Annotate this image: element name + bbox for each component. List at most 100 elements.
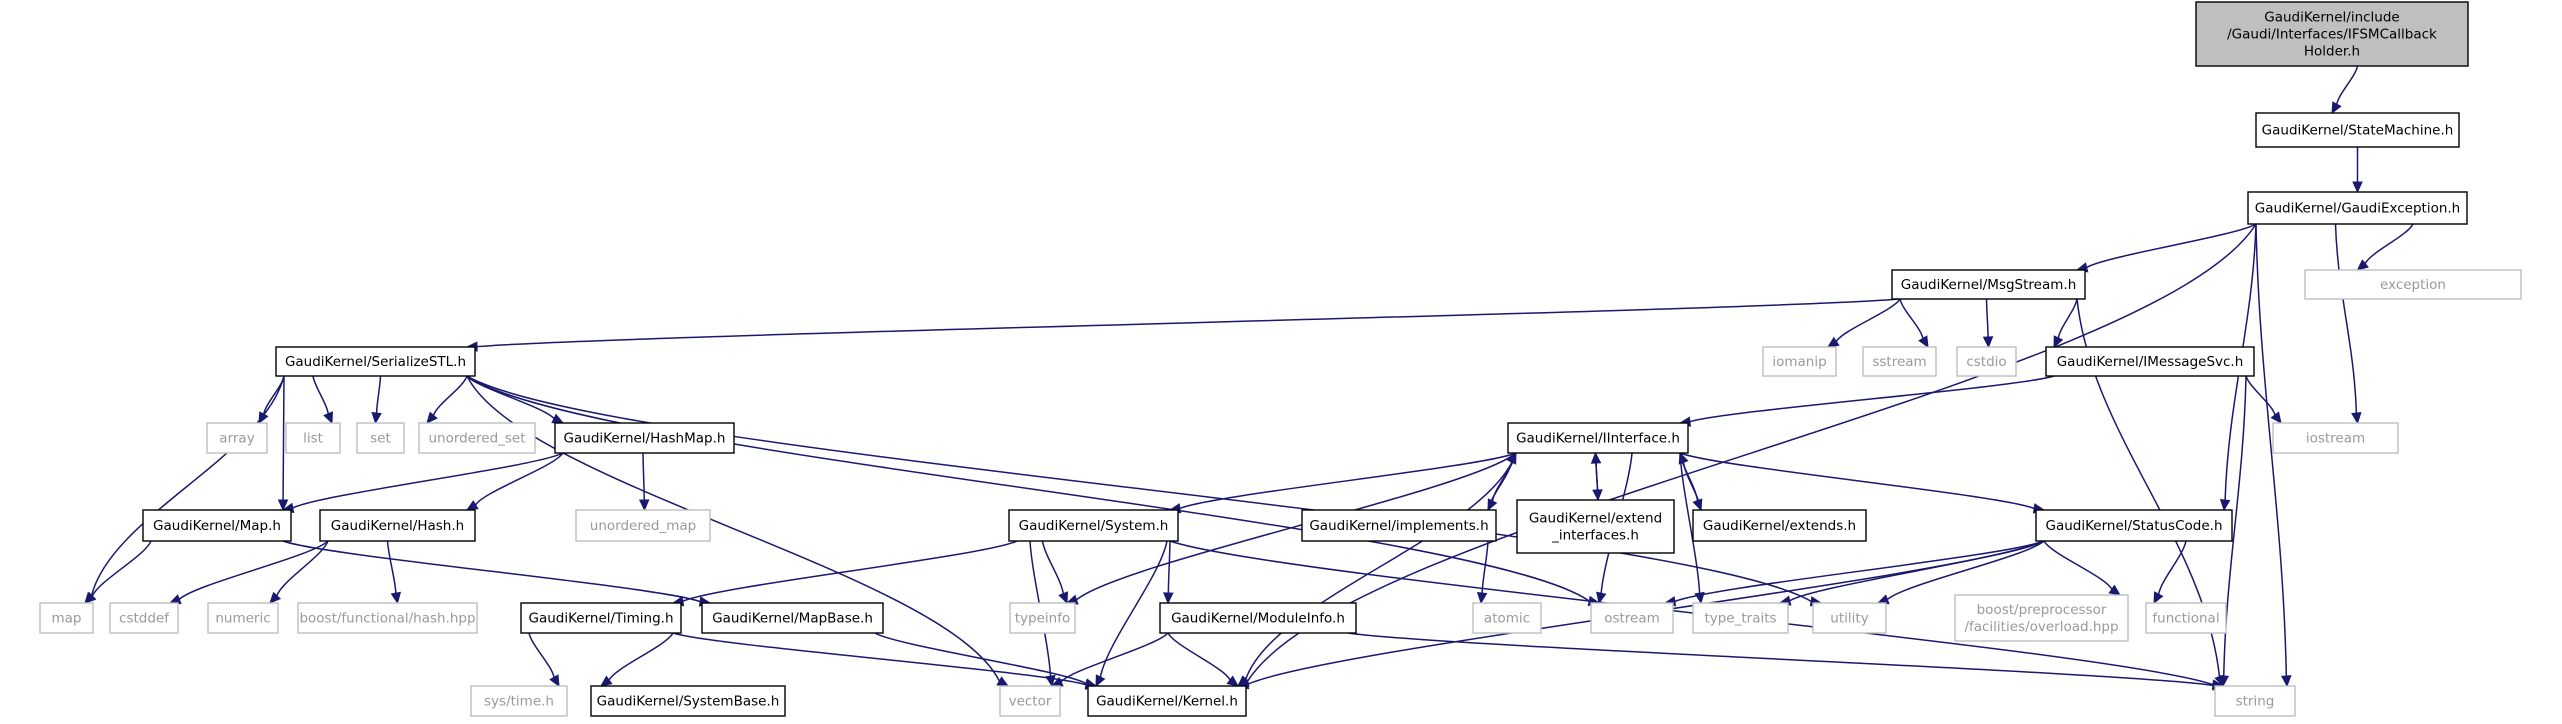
node-label: GaudiKernel/System.h: [1019, 518, 1169, 534]
edge-arrowhead: [2219, 498, 2231, 512]
node-atomic: atomic: [1472, 602, 1542, 634]
node-box: [1590, 602, 1674, 634]
node-unordered-set: unordered_set: [418, 422, 536, 454]
edge-moduleinfo-to-kernel: [1167, 632, 1239, 687]
node-functional: functional: [2145, 602, 2227, 634]
edge-line: [90, 375, 285, 596]
edge-line: [1041, 540, 1065, 594]
edge-msgstream-to-sstream: [1899, 298, 1929, 349]
node-msgstream[interactable]: GaudiKernel/MsgStream.h: [1891, 269, 2086, 300]
edge-line: [1679, 452, 1701, 594]
node-imessagesvc[interactable]: GaudiKernel/IMessageSvc.h: [2045, 346, 2255, 377]
edge-line: [1167, 540, 1171, 594]
edge-line: [1835, 298, 1901, 342]
node-label: boost/functional/hash.hpp: [299, 611, 475, 627]
node-moduleinfo[interactable]: GaudiKernel/ModuleInfo.h: [1159, 602, 1357, 634]
node-box: [207, 602, 279, 634]
edge-arrowhead: [426, 411, 438, 424]
node-cstdio: cstdio: [1956, 346, 2017, 377]
node-box: [2304, 269, 2522, 300]
edge-timing-to-kernel: [672, 632, 1098, 690]
node-label: GaudiKernel/include: [2264, 10, 2399, 26]
node-hashmap[interactable]: GaudiKernel/HashMap.h: [554, 422, 735, 454]
edge-serializestl-to-list: [312, 375, 333, 425]
node-timing[interactable]: GaudiKernel/Timing.h: [520, 602, 682, 634]
edge-line: [1244, 452, 1517, 680]
node-gaudiexception[interactable]: GaudiKernel/GaudiException.h: [2247, 191, 2468, 225]
edge-arrowhead: [2351, 411, 2362, 425]
edge-serializestl-to-unordered-set: [426, 375, 468, 424]
edge-arrowhead: [168, 594, 182, 605]
node-box: [275, 346, 476, 377]
edge-line: [2255, 223, 2288, 677]
node-label: set: [370, 431, 391, 447]
node-label: list: [303, 431, 323, 447]
node-hash-h[interactable]: GaudiKernel/Hash.h: [319, 509, 476, 542]
edge-line: [1060, 632, 1169, 683]
node-label: /facilities/overload.hpp: [1964, 619, 2118, 635]
edge-iinterface-to-kernel: [1237, 452, 1517, 687]
edge-statemachine-to-gaudiexception: [2352, 147, 2363, 194]
edge-line: [608, 632, 674, 681]
node-box: [297, 602, 478, 634]
node-box: [554, 422, 735, 454]
edge-statuscode-to-boost-overload: [2043, 540, 2121, 596]
node-extends[interactable]: GaudiKernel/extends.h: [1692, 509, 1867, 542]
node-label: GaudiKernel/Hash.h: [331, 518, 464, 534]
node-iinterface[interactable]: GaudiKernel/IInterface.h: [1507, 422, 1689, 454]
node-box: [109, 602, 179, 634]
edge-imessagesvc-to-iinterface: [1678, 375, 2055, 427]
edge-line: [2245, 375, 2276, 416]
node-serializestl[interactable]: GaudiKernel/SerializeSTL.h: [275, 346, 476, 377]
node-box: [418, 422, 536, 454]
edge-arrowhead: [465, 500, 479, 511]
edge-imessagesvc-to-string: [2218, 375, 2247, 688]
node-box: [2272, 422, 2399, 454]
edge-line: [292, 452, 564, 509]
node-system-h[interactable]: GaudiKernel/System.h: [1008, 509, 1179, 542]
node-label: sys/time.h: [484, 694, 554, 710]
node-box: [1301, 509, 1497, 542]
node-extend-interfaces[interactable]: GaudiKernel/extend_interfaces.h: [1516, 499, 1675, 554]
edge-arrowhead: [269, 591, 282, 604]
edge-timing-to-systime: [528, 632, 560, 688]
edge-arrowhead: [1596, 591, 1607, 605]
edge-arrowhead: [1163, 592, 1174, 605]
edge-line: [1179, 452, 1517, 510]
edge-gaudiexception-to-string: [2255, 223, 2292, 688]
node-systembase[interactable]: GaudiKernel/SystemBase.h: [590, 685, 786, 717]
edge-arrowhead: [390, 591, 402, 605]
edge-system-h-to-typeinfo: [1041, 540, 1069, 605]
edge-arrowhead: [323, 411, 333, 425]
node-implements[interactable]: GaudiKernel/implements.h: [1301, 509, 1497, 542]
node-label: cstddef: [119, 611, 170, 627]
edge-line: [1985, 298, 1989, 338]
edge-line: [1689, 375, 2055, 423]
node-label: GaudiKernel/SerializeSTL.h: [285, 354, 466, 370]
node-mapbase[interactable]: GaudiKernel/MapBase.h: [701, 602, 884, 634]
edge-gaudiexception-to-exception: [2356, 223, 2414, 271]
node-label: ostream: [1604, 611, 1660, 627]
node-map-h[interactable]: GaudiKernel/Map.h: [142, 509, 292, 542]
edge-msgstream-to-serializestl: [465, 298, 1901, 352]
node-box: [1891, 269, 2086, 300]
node-list: list: [285, 422, 341, 454]
node-label: iomanip: [1772, 354, 1826, 370]
node-box: [2035, 509, 2233, 542]
node-box: [356, 422, 405, 454]
node-label: GaudiKernel/extends.h: [1703, 518, 1856, 534]
node-box: [1472, 602, 1542, 634]
node-statemachine[interactable]: GaudiKernel/StateMachine.h: [2255, 112, 2460, 148]
edge-line: [1886, 540, 2045, 601]
edge-serializestl-to-map: [84, 375, 285, 604]
node-label: GaudiKernel/Timing.h: [528, 611, 673, 627]
node-box: [1692, 509, 1867, 542]
edge-line: [1682, 462, 1702, 511]
edge-line: [312, 375, 329, 414]
node-label: cstdio: [1966, 354, 2006, 370]
node-label: GaudiKernel/Kernel.h: [1096, 694, 1238, 710]
node-sstream: sstream: [1862, 346, 1937, 377]
edge-line: [466, 375, 1590, 602]
node-kernel[interactable]: GaudiKernel/Kernel.h: [1087, 685, 1247, 717]
node-statuscode[interactable]: GaudiKernel/StatusCode.h: [2035, 509, 2233, 542]
